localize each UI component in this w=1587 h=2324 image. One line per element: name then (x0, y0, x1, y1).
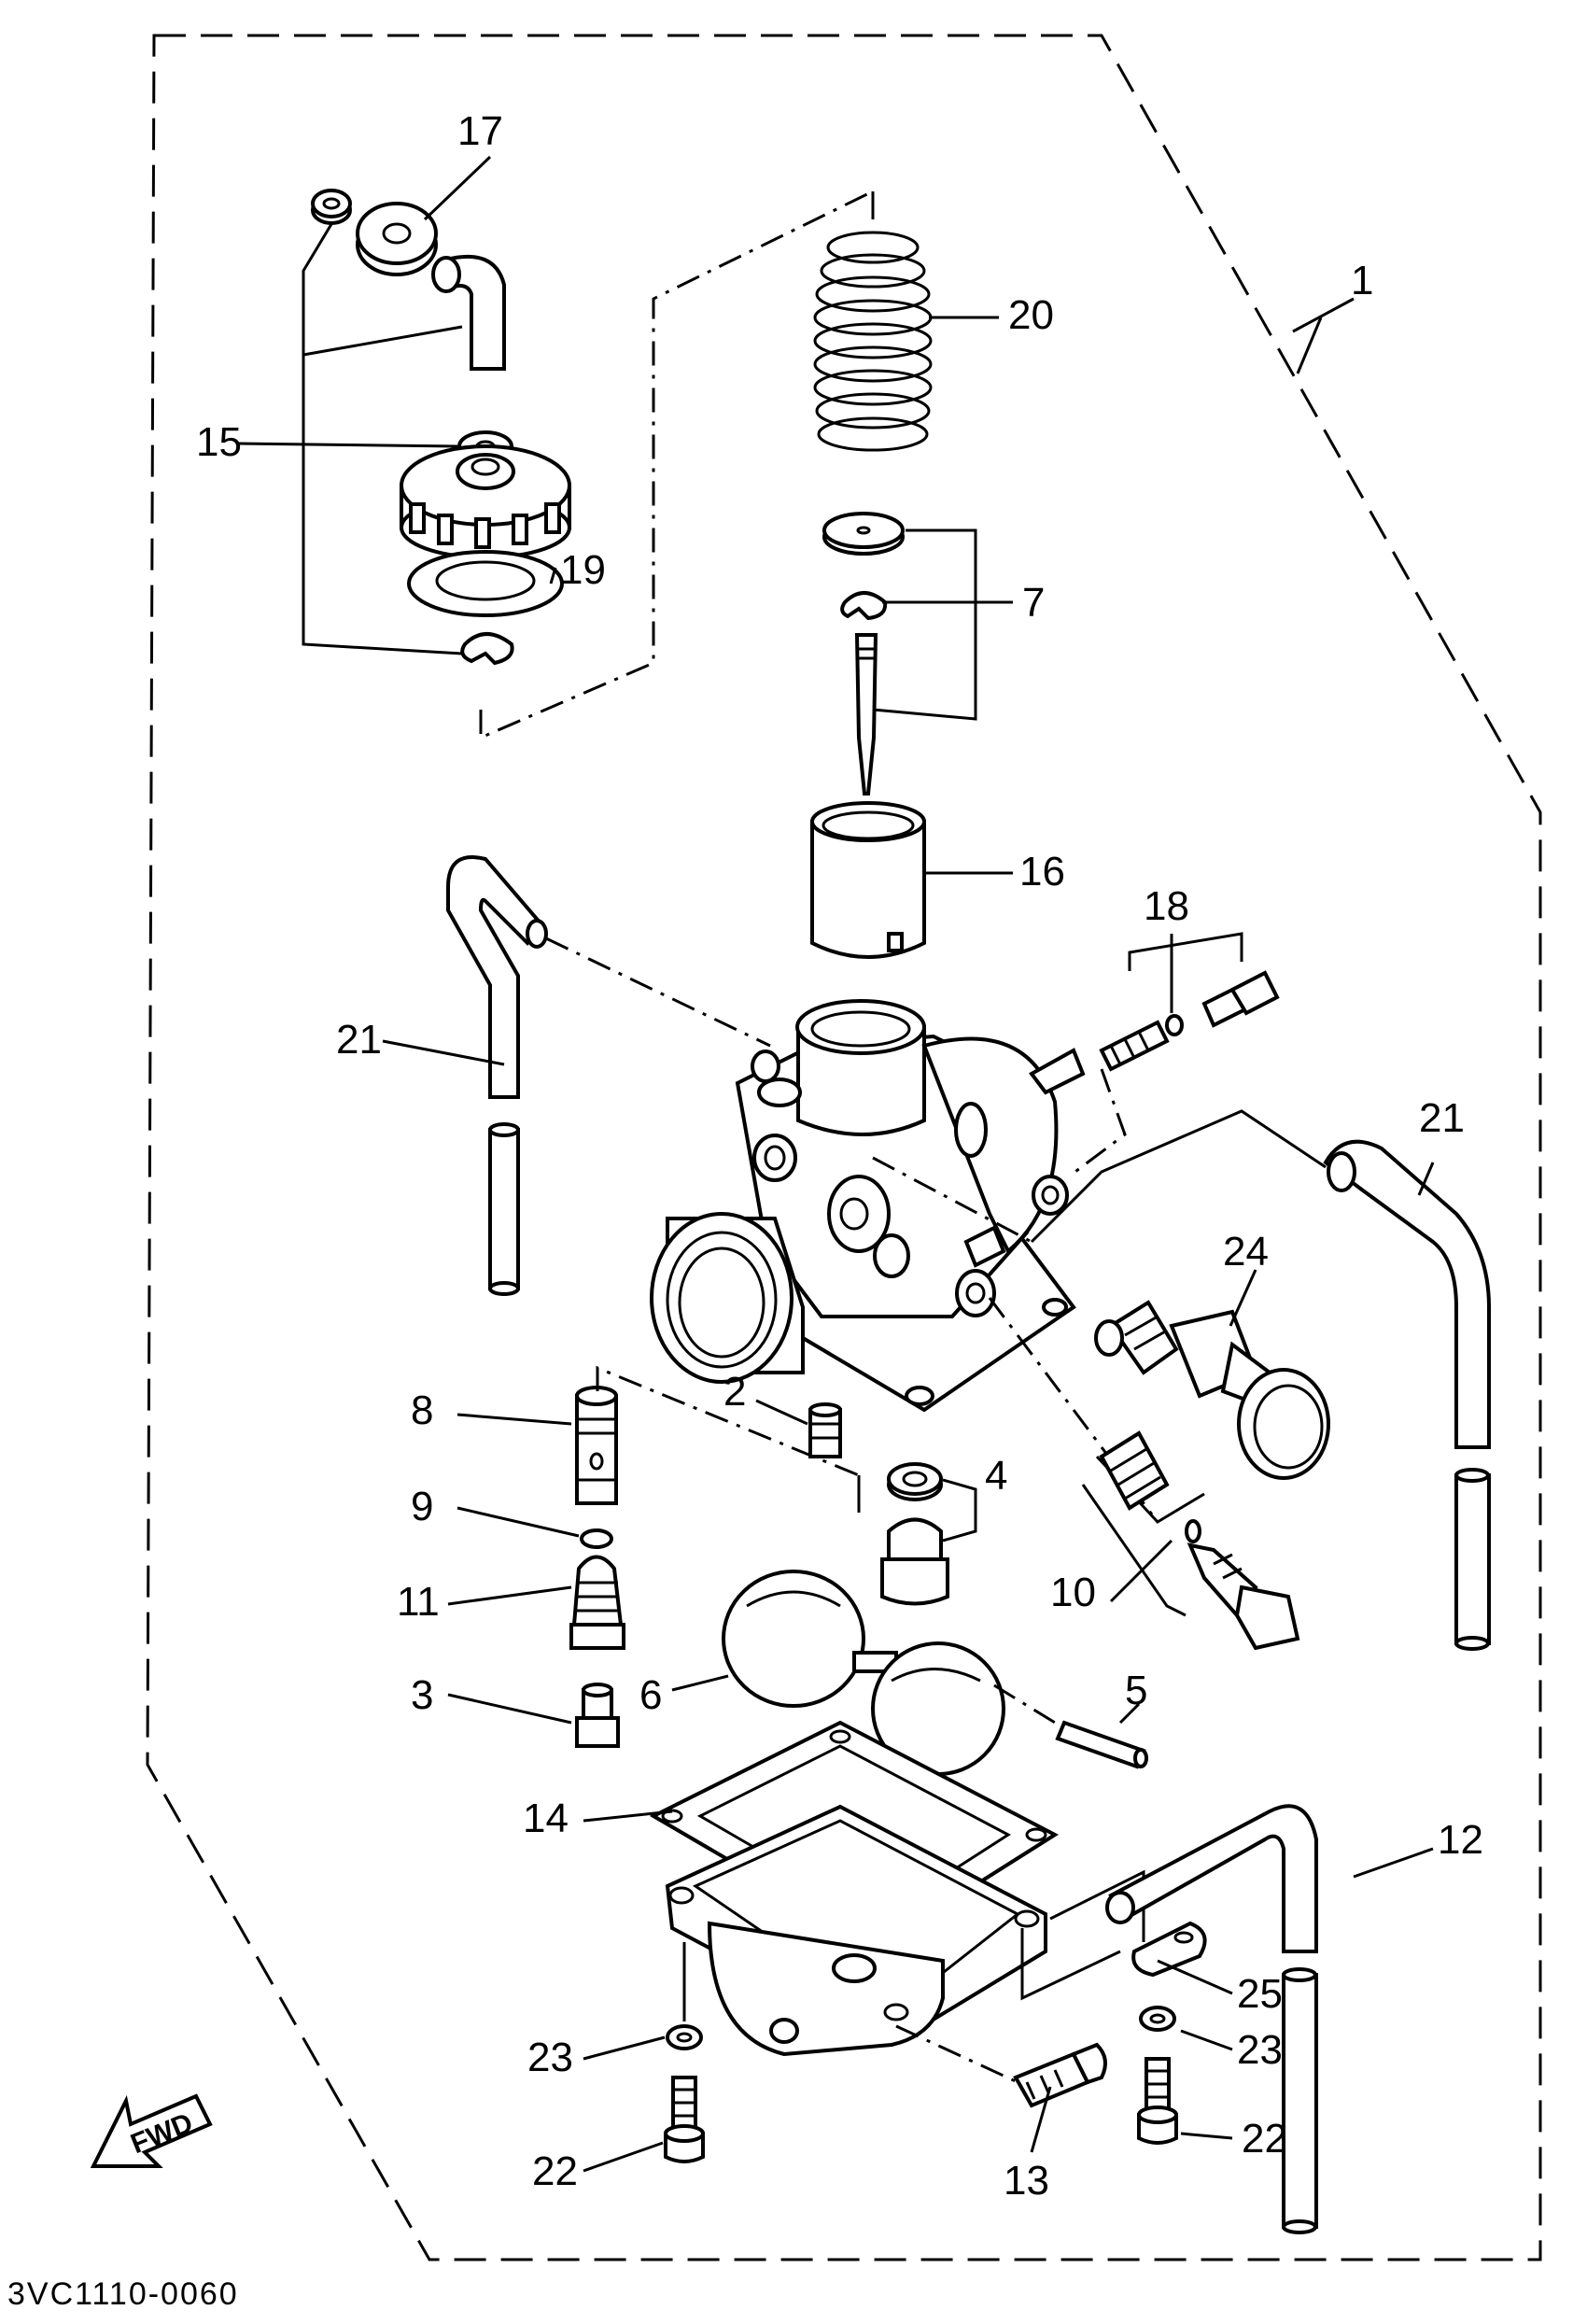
label-23-left: 23 (527, 2035, 573, 2080)
air-screw-part (1013, 2042, 1107, 2108)
right-washer-part (1139, 2006, 1176, 2032)
label-4: 4 (985, 1453, 1007, 1499)
left-vent-hose-part (446, 855, 548, 1296)
float-part (722, 1570, 1005, 1776)
starter-plunger-part (1094, 1300, 1330, 1480)
cap-assembly (302, 189, 571, 666)
label-20: 20 (1008, 292, 1054, 338)
label-13: 13 (1004, 2158, 1049, 2204)
jet-needle-assembly (822, 512, 977, 796)
right-vent-hose-part (1323, 1139, 1491, 1651)
cap-gasket-part (407, 550, 564, 617)
label-22-left: 22 (532, 2148, 578, 2194)
label-18: 18 (1144, 883, 1189, 929)
throttle-valve-part (810, 801, 926, 959)
label-25: 25 (1237, 1971, 1283, 2017)
callout-labels: 1 2 3 4 5 6 7 8 9 10 11 12 13 14 15 16 1… (196, 108, 1483, 2204)
label-14: 14 (523, 1796, 569, 1841)
o-ring-part (580, 1528, 613, 1549)
label-2: 2 (723, 1369, 746, 1415)
float-chamber-part (665, 1804, 1047, 2057)
needle-clip-part (840, 591, 888, 621)
needle-jet-part (575, 1386, 618, 1505)
overflow-hose-part (1105, 1804, 1318, 2234)
right-screw-part (1137, 2057, 1178, 2145)
label-7: 7 (1022, 580, 1045, 626)
label-15: 15 (196, 419, 242, 465)
label-22-right: 22 (1242, 2116, 1287, 2162)
float-pin-part (1055, 1720, 1148, 1769)
main-jet-part (575, 1683, 620, 1748)
label-8: 8 (411, 1387, 433, 1433)
drain-plug-part (880, 1462, 977, 1606)
label-17: 17 (457, 108, 503, 154)
main-jet-holder-part (569, 1555, 625, 1650)
label-21-left: 21 (336, 1017, 382, 1063)
jet-needle-part (854, 633, 878, 796)
label-21-right: 21 (1419, 1095, 1465, 1141)
throttle-spring-part (813, 231, 933, 452)
pilot-jet-part (808, 1402, 842, 1458)
label-5: 5 (1125, 1668, 1147, 1713)
plate-part (1131, 1921, 1207, 1978)
carburetor-body-part (650, 999, 1086, 1413)
throttle-stop-screw-part (1081, 1430, 1300, 1651)
label-23-right: 23 (1237, 2027, 1283, 2073)
assembly-boundary (146, 34, 1542, 2261)
left-screw-part (664, 2076, 705, 2163)
cap-clip-part (460, 632, 514, 666)
leader-lines (237, 155, 1435, 2173)
label-19: 19 (560, 547, 606, 593)
label-9: 9 (411, 1484, 433, 1529)
label-3: 3 (411, 1672, 433, 1718)
fwd-arrow-icon: FWD (90, 2093, 213, 2168)
drawing-code: 3VC1110-0060 (7, 2276, 239, 2312)
label-24: 24 (1223, 1229, 1269, 1275)
label-11: 11 (397, 1579, 440, 1625)
pilot-screw-part (1099, 932, 1280, 1072)
label-1: 1 (1351, 258, 1373, 303)
left-washer-part (666, 2024, 703, 2050)
label-6: 6 (639, 1672, 662, 1718)
label-12: 12 (1438, 1817, 1483, 1863)
label-10: 10 (1050, 1570, 1096, 1615)
label-16: 16 (1019, 849, 1065, 894)
